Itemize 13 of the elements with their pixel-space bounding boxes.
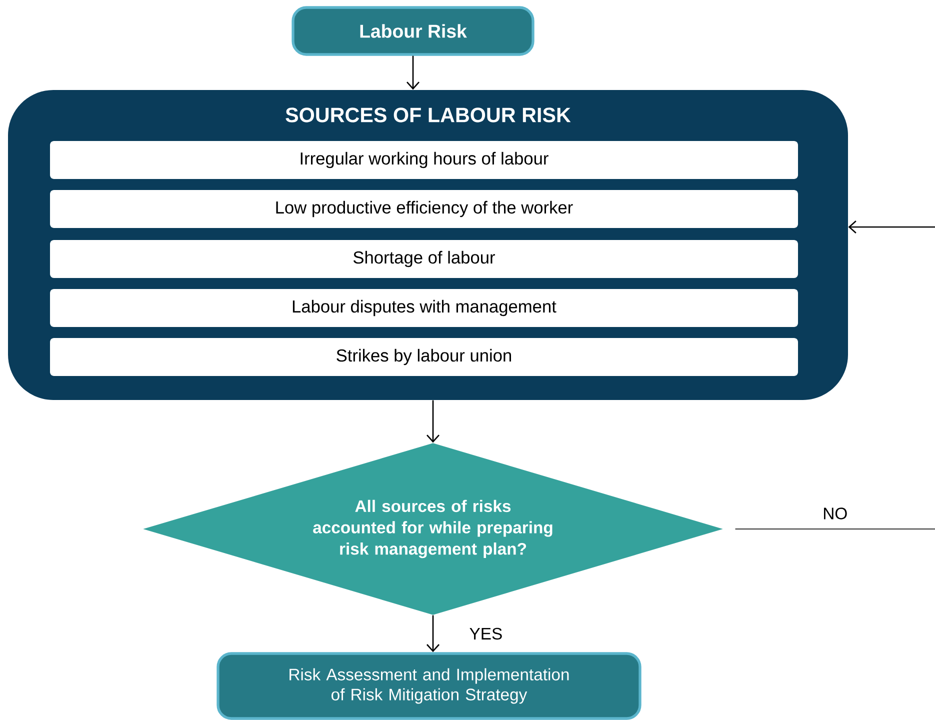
edge-label: NO <box>821 506 849 521</box>
edge-label: YES <box>468 626 504 641</box>
process-box: Risk Assessment and Implementation of Risk Mitigation Strategy <box>216 652 642 720</box>
arrow <box>848 220 935 234</box>
arrow <box>426 615 440 652</box>
arrow <box>426 400 440 443</box>
item-box: Strikes by labour union <box>50 338 798 376</box>
arrow <box>406 56 420 90</box>
item-box: Irregular working hours of labour <box>50 141 798 179</box>
item-box: Low productive efficiency of the worker <box>50 190 798 228</box>
item-box: Shortage of labour <box>50 240 798 278</box>
item-box: Labour disputes with management <box>50 289 798 327</box>
process-box: Labour Risk <box>292 6 534 56</box>
